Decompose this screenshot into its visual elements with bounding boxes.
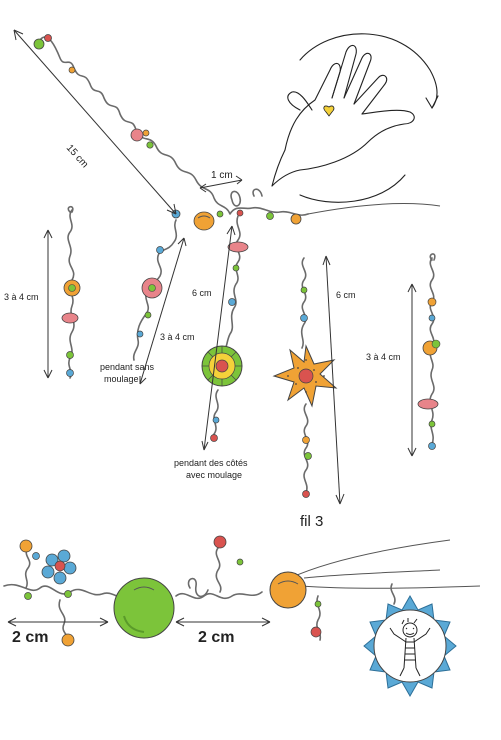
- pendant-orange-flower: 6 cm: [272, 255, 356, 505]
- bead-orange: [290, 213, 302, 225]
- bead-blue: [428, 442, 436, 450]
- label-fil3: fil 3: [300, 513, 323, 530]
- heart-icon: [323, 105, 335, 117]
- main-wire: [39, 36, 441, 216]
- bead-blue: [228, 298, 236, 306]
- label-15cm: 15 cm: [64, 143, 90, 171]
- dimension-1cm: 1 cm: [199, 170, 243, 193]
- label-1cm: 1 cm: [211, 170, 233, 181]
- bead-green: [64, 590, 72, 598]
- bead-green: [146, 141, 154, 149]
- bead-orange: [68, 66, 76, 74]
- bead-orange: [302, 436, 310, 444]
- bead-red: [302, 490, 310, 498]
- bead-green: [428, 420, 436, 428]
- bead-blue: [66, 369, 74, 377]
- bead-orange: [19, 539, 33, 553]
- bead-green: [148, 284, 156, 292]
- dimension-mid-6cm: 6 cm pendant des côtés avec moulage: [174, 225, 248, 480]
- bead-green: [68, 284, 76, 292]
- bead-green: [24, 592, 32, 600]
- label-right-6cm: 6 cm: [336, 290, 356, 300]
- bead-green: [300, 286, 308, 294]
- bead-green: [216, 210, 224, 218]
- label-2cm-left: 2 cm: [12, 629, 48, 646]
- bead-pink: [227, 241, 249, 253]
- pendant-right: 3 à 4 cm: [366, 253, 441, 457]
- dimension-mid-3a4: 3 à 4 cm: [139, 237, 195, 385]
- bead-green: [266, 212, 274, 220]
- label-mid-3a4: 3 à 4 cm: [160, 332, 195, 342]
- bead-blue: [32, 552, 40, 560]
- bead-green: [33, 38, 45, 50]
- label-pendant-sans-1: pendant sans: [100, 362, 155, 372]
- label-left-3a4: 3 à 4 cm: [4, 292, 39, 302]
- sun-medallion: [363, 594, 457, 698]
- bead-blue: [156, 246, 164, 254]
- pendant-left: 3 à 4 cm: [4, 205, 81, 379]
- bead-green: [304, 452, 312, 460]
- stick-figure-icon: [389, 618, 431, 677]
- pendant-sans-moulage: pendant sans moulage: [100, 219, 178, 384]
- bead-blue: [212, 416, 220, 424]
- bead-red: [236, 209, 244, 217]
- bead-blue: [428, 314, 436, 322]
- bead-orange: [427, 297, 437, 307]
- label-2cm-right: 2 cm: [198, 629, 234, 646]
- bead-blue: [300, 314, 308, 322]
- label-pendant-cotes-2: avec moulage: [186, 470, 242, 480]
- blue-flower: [41, 549, 77, 585]
- dimension-15cm: 15 cm: [13, 29, 177, 215]
- bead-red: [310, 626, 322, 638]
- label-pendant-sans-2: moulage: [104, 374, 139, 384]
- bead-green: [144, 311, 152, 319]
- bead-green: [236, 558, 244, 566]
- label-pendant-cotes-1: pendant des côtés: [174, 458, 248, 468]
- bead-green: [314, 600, 322, 608]
- bottom-assembly: 2 cm 2 cm fil 3: [3, 513, 481, 698]
- main-wire-beads: [33, 34, 302, 231]
- orange-flower: [272, 344, 338, 408]
- bead-orange: [61, 633, 75, 647]
- bead-red: [44, 34, 52, 42]
- hand-illustration: [271, 33, 439, 203]
- label-right-3a4: 3 à 4 cm: [366, 352, 401, 362]
- bead-pink: [130, 128, 144, 142]
- bead-green: [232, 264, 240, 272]
- bead-blue: [136, 330, 144, 338]
- bead-red: [213, 535, 227, 549]
- bead-green: [66, 351, 74, 359]
- bead-pink: [61, 312, 79, 324]
- bead-pink: [417, 398, 439, 410]
- label-mid-6cm: 6 cm: [192, 288, 212, 298]
- green-large-bead: [113, 577, 175, 639]
- pendant-green-sun: [201, 215, 249, 442]
- bead-red: [210, 434, 218, 442]
- bead-orange-large: [193, 211, 215, 231]
- bead-orange: [142, 129, 150, 137]
- orange-large-bead: [269, 571, 307, 609]
